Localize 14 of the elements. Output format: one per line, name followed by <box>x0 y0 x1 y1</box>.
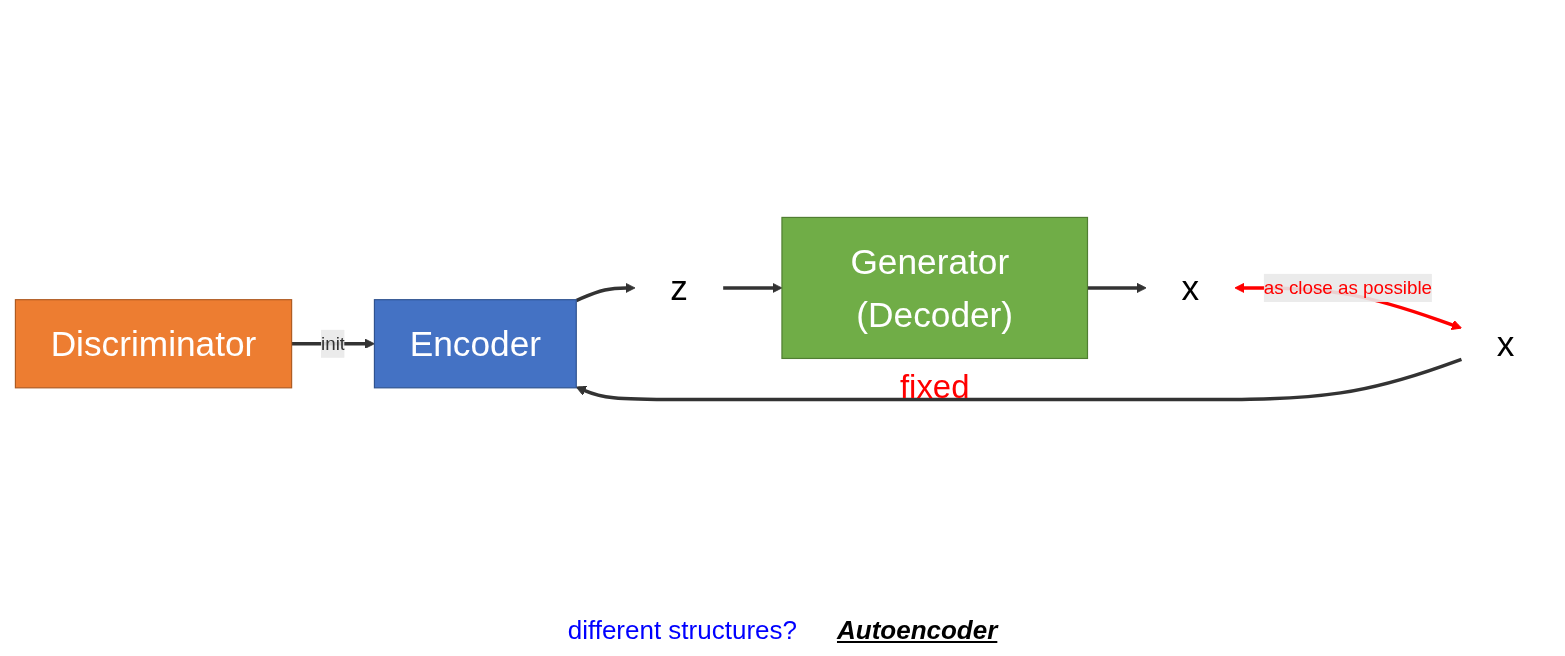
node-box: Encoder <box>373 299 577 389</box>
diagram-label: Autoencoder <box>837 615 998 646</box>
node-text: x <box>1496 324 1515 364</box>
note-text: different structures? <box>567 615 797 646</box>
edge-label: init <box>321 333 346 354</box>
node-text: x <box>1181 268 1200 308</box>
node-caption: fixed <box>900 368 970 406</box>
edge-label: as close as possible <box>1263 277 1433 298</box>
node-box: Discriminator <box>14 299 293 389</box>
node-text: z <box>670 268 688 308</box>
arrow <box>1087 282 1147 294</box>
arrow <box>575 357 1463 402</box>
node-box: Generator (Decoder) <box>781 216 1089 360</box>
arrow <box>575 282 636 303</box>
